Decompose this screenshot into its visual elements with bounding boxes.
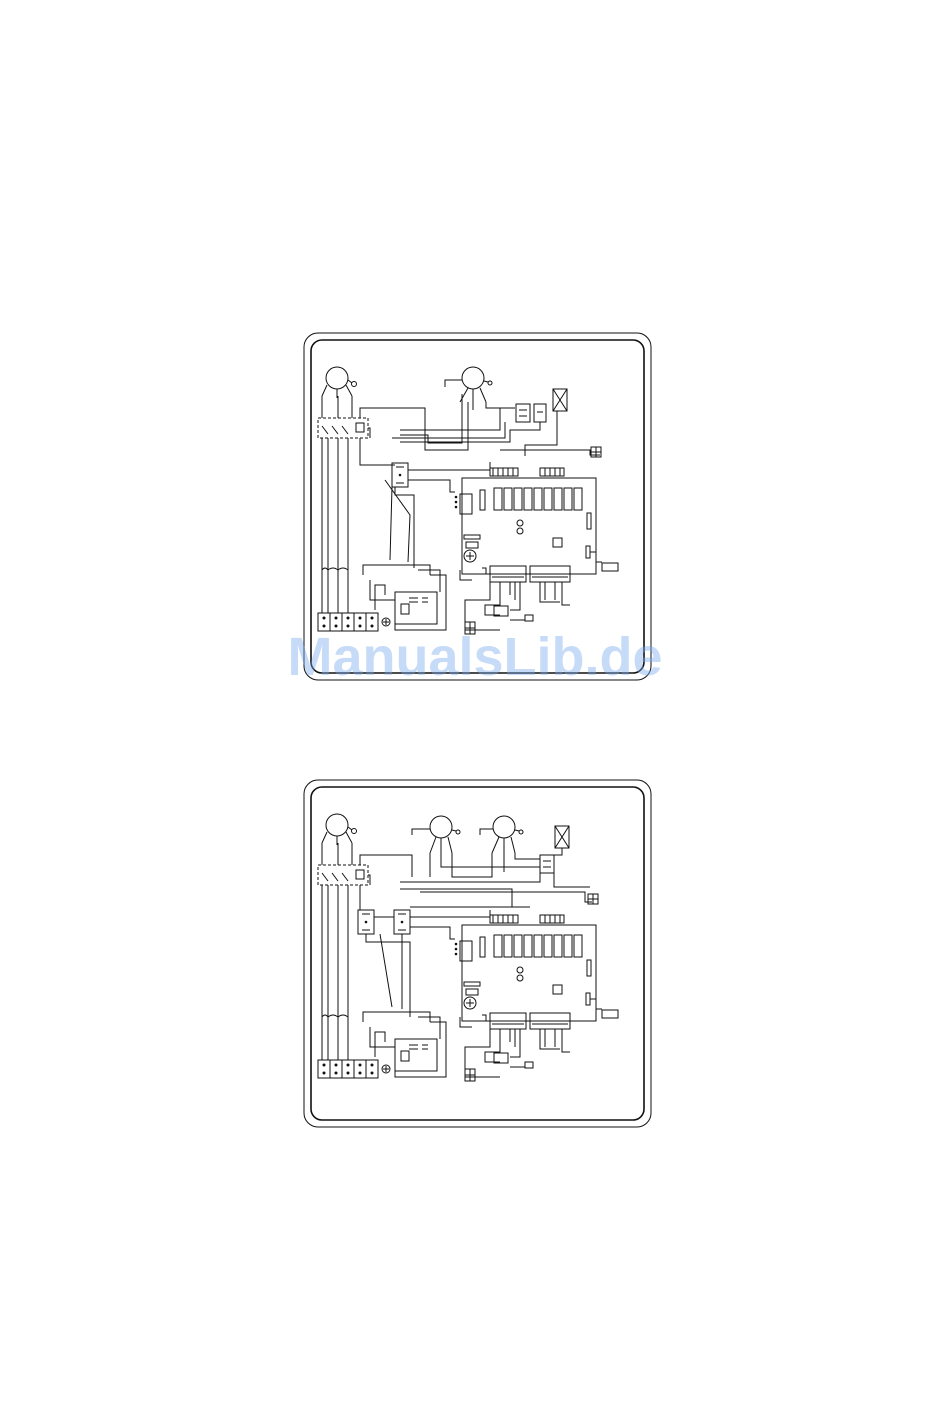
transformer-box (395, 1039, 437, 1071)
compressor-motor-symbol (322, 367, 357, 398)
fan-capacitor (540, 855, 554, 873)
wiring-diagram-1-svg (300, 330, 655, 682)
power-terminal-strip (318, 1060, 390, 1078)
solenoid-valve-symbol (553, 389, 567, 411)
inner-frame (311, 340, 644, 673)
fan-capacitor (516, 404, 546, 422)
terminal-block-mid (394, 910, 410, 934)
power-terminal-strip (318, 613, 390, 631)
wiring-diagram-2-svg (300, 777, 655, 1129)
relay-lower (494, 606, 533, 621)
main-wires (322, 396, 352, 613)
terminal-connector-lower (465, 1069, 475, 1081)
solenoid-valve-symbol (555, 826, 569, 848)
terminal-connector-lower (465, 622, 475, 634)
compressor-motor-symbol (322, 814, 357, 845)
inner-frame (311, 787, 644, 1120)
fan-motor-b-symbol (480, 816, 523, 857)
control-pcb (455, 468, 618, 582)
fan-motor-symbol (445, 367, 515, 410)
contactor-symbol (318, 418, 368, 438)
transformer-box (395, 592, 437, 624)
contactor-symbol (318, 865, 368, 885)
wiring-diagram-2 (300, 777, 655, 1129)
fan-motor-a-symbol (412, 816, 460, 857)
terminal-block-left (358, 910, 374, 934)
relay-lower (494, 1053, 533, 1068)
main-wires (322, 843, 352, 1060)
terminal-block-mid (392, 463, 408, 487)
wiring-diagram-1 (300, 330, 655, 682)
control-pcb (455, 915, 618, 1029)
